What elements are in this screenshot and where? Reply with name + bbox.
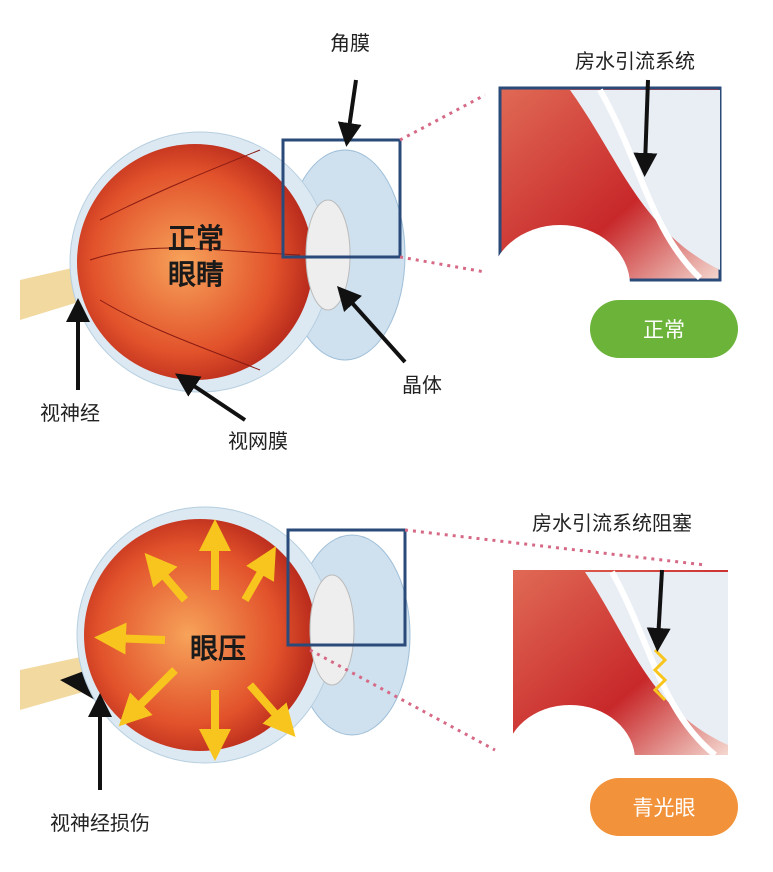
- cornea-label: 角膜: [330, 31, 370, 55]
- retina-label: 视网膜: [228, 429, 288, 453]
- normal-eye-label-2: 眼睛: [168, 258, 224, 291]
- glaucoma-status-badge: 青光眼: [590, 778, 738, 836]
- normal-eye-label-1: 正常: [168, 222, 224, 255]
- pressure-arrows: [94, 519, 296, 761]
- normal-status-badge: 正常: [590, 300, 738, 358]
- optic-nerve-label: 视神经: [40, 401, 100, 425]
- drainage-system-label: 房水引流系统: [575, 49, 695, 73]
- blocked-drainage-label: 房水引流系统阻塞: [532, 511, 692, 535]
- cornea-zoom-box-glaucoma: [286, 528, 407, 647]
- lens-label: 晶体: [402, 373, 442, 397]
- normal-eye: 角膜 房水引流系统 正常 眼睛 晶体 视神经 视网膜: [20, 31, 722, 453]
- eye-pressure-label: 眼压: [190, 632, 246, 665]
- optic-nerve-damage-label: 视神经损伤: [50, 811, 150, 835]
- glaucoma-eye: 房水引流系统阻塞 眼压 视神经损伤: [20, 506, 728, 835]
